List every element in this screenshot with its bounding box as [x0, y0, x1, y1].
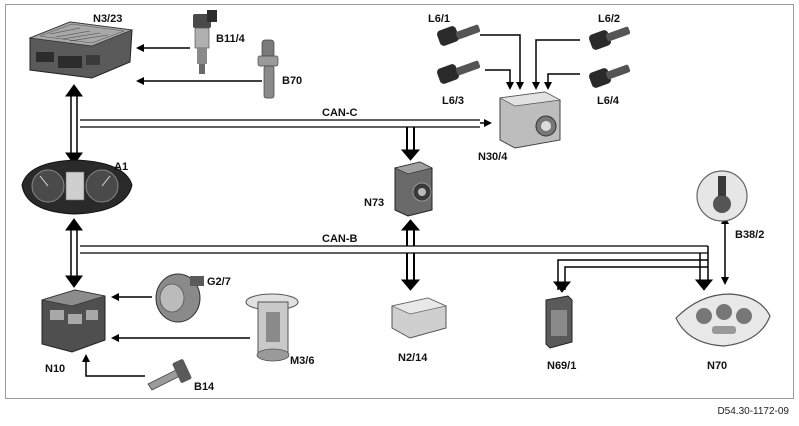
n69-1-branch-line-a	[557, 259, 708, 290]
l6-3-wire	[485, 69, 514, 90]
label-l6-3: L6/3	[442, 95, 464, 107]
can-b-to-n2-14-arrowhead	[400, 279, 421, 291]
connection-lines	[65, 34, 729, 377]
label-l6-2: L6/2	[598, 13, 620, 25]
module-n70-component	[675, 293, 771, 347]
switch-n73-component	[393, 161, 434, 217]
label-l6-4: L6/4	[597, 95, 620, 107]
label-n2-14: N2/14	[398, 352, 428, 364]
label-b70: B70	[282, 75, 302, 87]
label-n70: N70	[707, 360, 727, 372]
n69-1-branch-line-b	[564, 266, 708, 290]
label-n3-23: N3/23	[93, 13, 122, 25]
l6-2-wire	[532, 39, 580, 90]
label-n73: N73	[364, 197, 384, 209]
sensor-l6-2-component	[588, 26, 631, 50]
label-b38-2: B38/2	[735, 229, 764, 241]
a1-down-arrowhead	[65, 152, 83, 165]
l6-4-wire	[544, 73, 580, 90]
module-n69-1-component	[545, 295, 573, 349]
fuel-pump-m3-6-component	[245, 293, 299, 362]
ecu-n3-23-component	[28, 21, 134, 79]
sensor-l6-1-component	[436, 24, 481, 46]
ecu-up-arrowhead	[65, 84, 83, 97]
label-l6-1: L6/1	[428, 13, 450, 25]
label-b14: B14	[194, 381, 215, 393]
label-n30-4: N30/4	[478, 151, 508, 163]
can-b-to-n73-arrowhead	[400, 219, 421, 231]
label-can-b: CAN-B	[322, 233, 357, 245]
label-a1: A1	[114, 161, 128, 173]
sensor-b38-2-component	[696, 170, 748, 222]
sensor-b70-component	[257, 39, 279, 99]
sensor-l6-3-component	[436, 60, 481, 84]
label-b11-4: B11/4	[216, 33, 246, 45]
label-n69-1: N69/1	[547, 360, 576, 372]
b14-to-n10-arrow	[82, 354, 145, 377]
label-g2-7: G2/7	[207, 276, 231, 288]
sensor-l6-4-component	[588, 64, 631, 88]
module-n10-component	[41, 289, 106, 353]
n10-down-arrowhead	[65, 275, 83, 288]
figure-reference: D54.30-1172-09	[717, 406, 789, 417]
label-can-c: CAN-C	[322, 107, 357, 119]
sensor-b14-component	[147, 359, 192, 391]
sensor-b11-4-component	[193, 10, 217, 74]
l6-1-wire	[480, 34, 524, 90]
n70-arrowhead	[694, 279, 714, 291]
unit-n30-4-component	[498, 91, 562, 149]
can-c-to-n73-arrowhead	[400, 149, 421, 161]
alternator-g2-7-component	[155, 273, 204, 323]
label-n10: N10	[45, 363, 65, 375]
module-n2-14-component	[390, 297, 448, 339]
label-m3-6: M3/6	[290, 355, 314, 367]
cluster-a1-component	[21, 159, 133, 215]
n69-1-arrowhead	[552, 281, 572, 293]
a1-up-arrowhead	[65, 218, 83, 231]
